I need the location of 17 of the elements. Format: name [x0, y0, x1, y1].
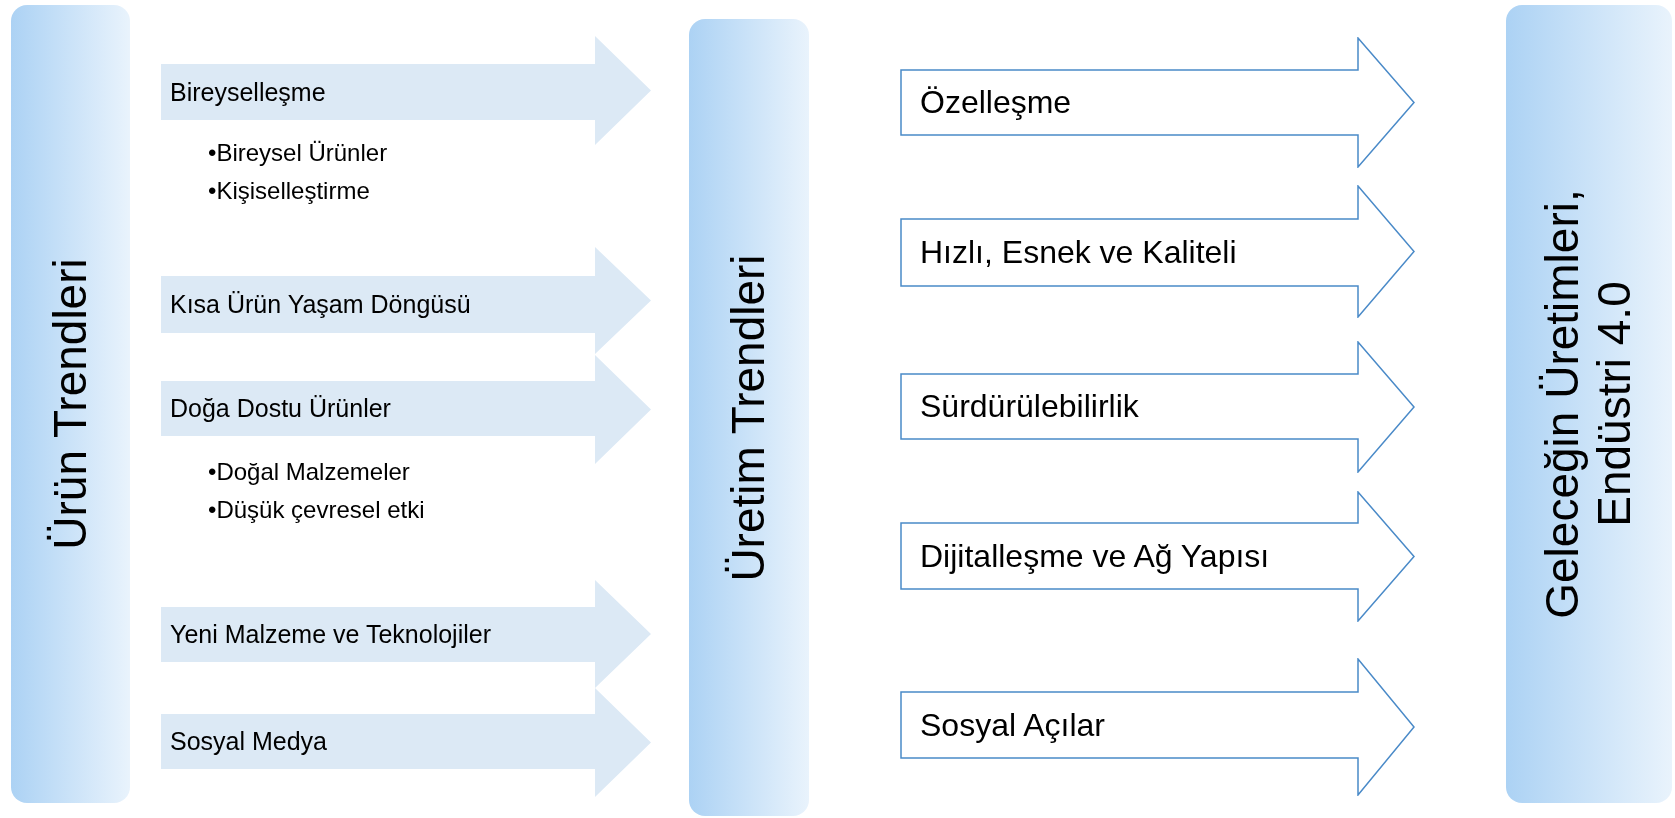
- bar-label: Üretim Trendleri: [723, 252, 775, 584]
- banner-label: Sürdürülebilirlik: [920, 387, 1139, 426]
- banner-label: Hızlı, Esnek ve Kaliteli: [920, 233, 1237, 272]
- banner-label: Bireyselleşme: [170, 76, 326, 108]
- banner-label: Sosyal Açılar: [920, 705, 1105, 745]
- bullet-item: •Kişiselleştirme: [208, 176, 370, 206]
- banner-label: Özelleşme: [920, 83, 1072, 122]
- banner-label: Sosyal Medya: [170, 726, 328, 757]
- banner-label: Yeni Malzeme ve Teknolojiler: [170, 619, 491, 650]
- banner-label: Kısa Ürün Yaşam Döngüsü: [170, 289, 471, 320]
- banner-label: Doğa Dostu Ürünler: [170, 393, 391, 424]
- bar-label: Geleceğin Üretimleri, Endüstri 4.0: [1537, 188, 1641, 621]
- bullet-item: •Düşük çevresel etki: [208, 495, 425, 525]
- bullet-item: •Doğal Malzemeler: [208, 457, 410, 487]
- bar-label: Ürün Trendleri: [44, 257, 97, 552]
- banner-label: Dijitalleşme ve Ağ Yapısı: [920, 536, 1270, 576]
- bullet-item: •Bireysel Ürünler: [208, 138, 388, 168]
